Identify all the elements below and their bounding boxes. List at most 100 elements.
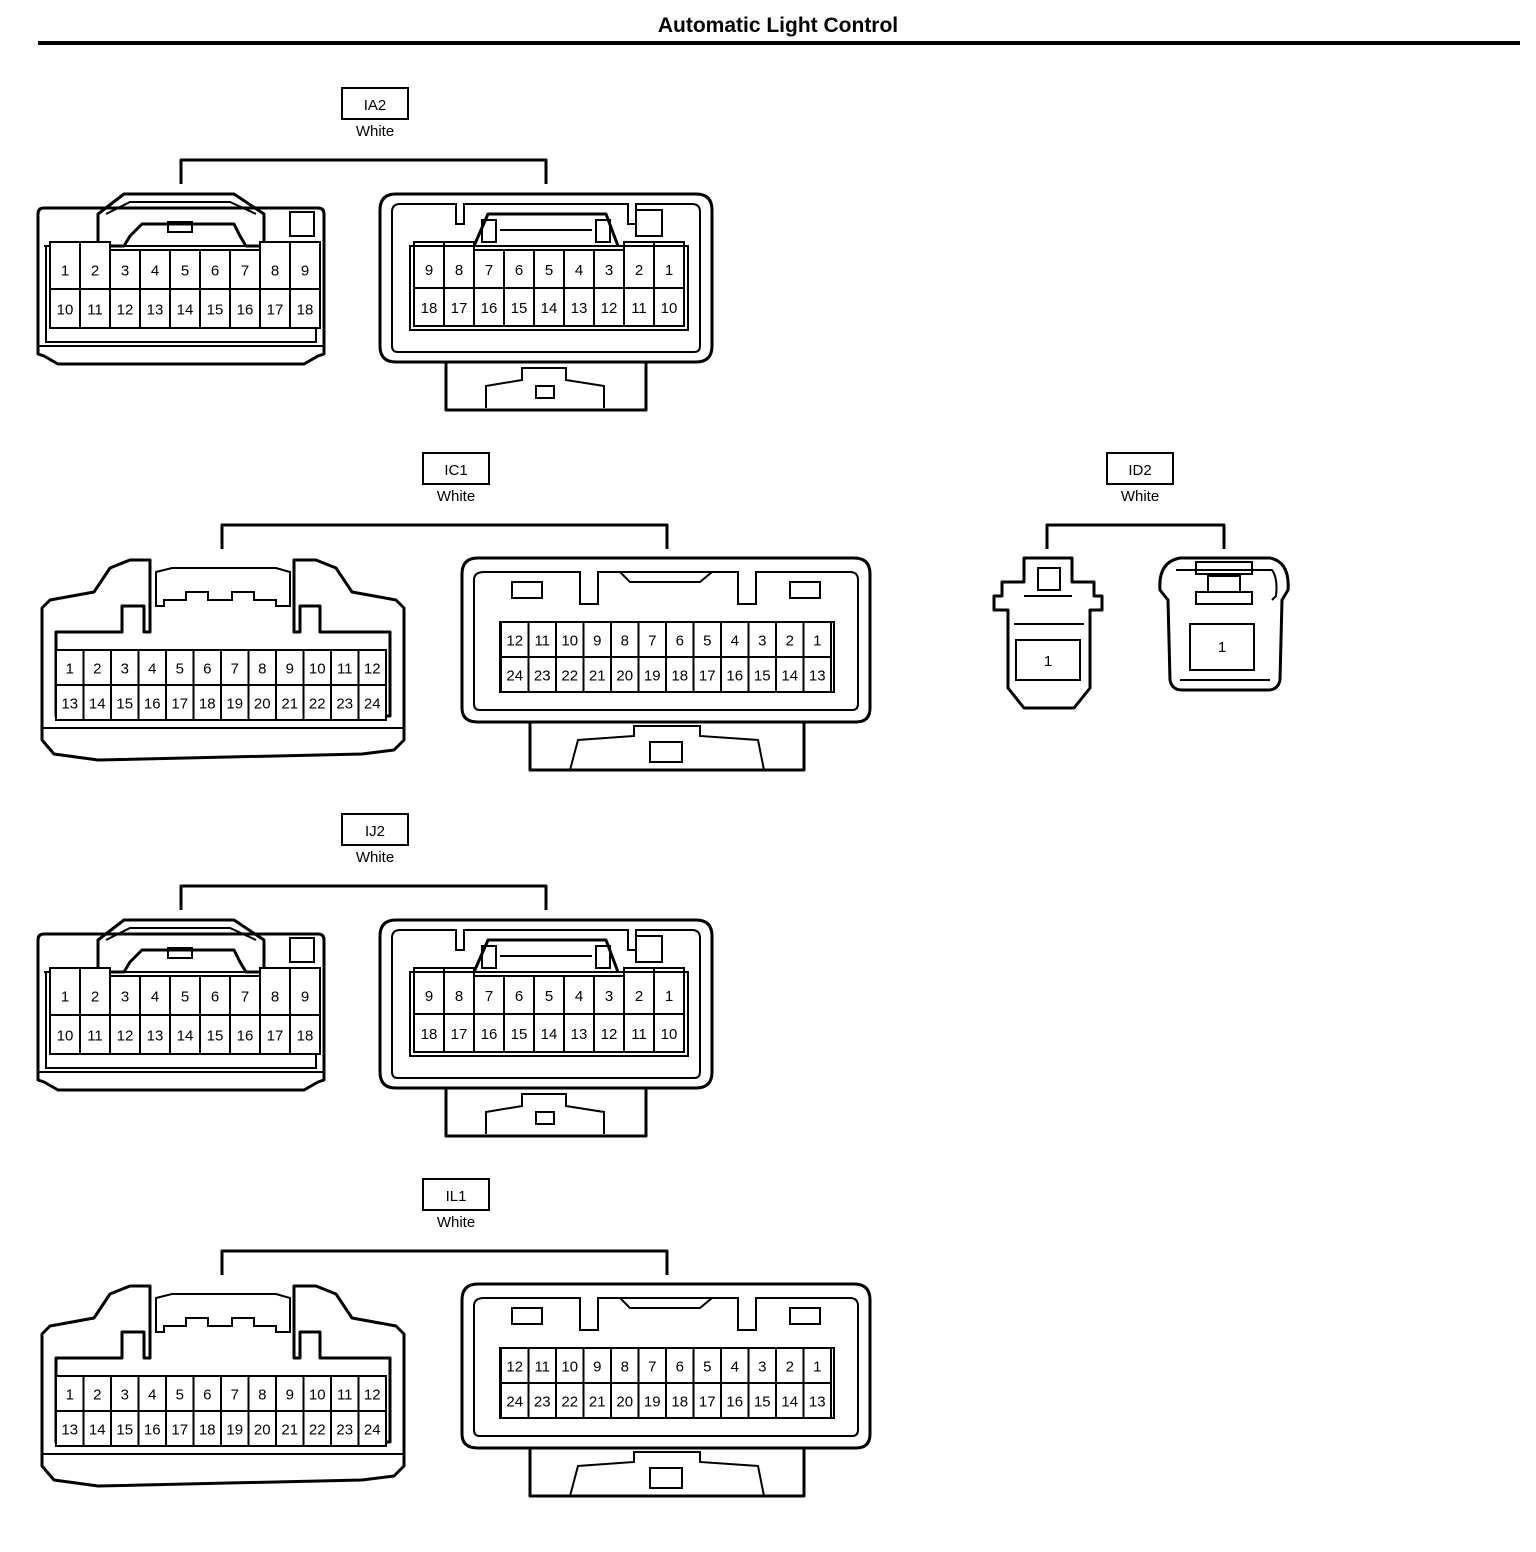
pin-label: 8 — [271, 263, 279, 280]
pin-label: 1 — [61, 989, 69, 1006]
pin-cell — [413, 967, 445, 1015]
pin-label: 15 — [207, 1028, 224, 1045]
pin-cell — [192, 684, 222, 721]
pin-label: 20 — [616, 668, 633, 685]
connector-code-box — [1106, 452, 1174, 485]
latch-inner — [105, 201, 257, 215]
pin-label: 6 — [203, 1387, 211, 1404]
pin-cell — [653, 967, 685, 1015]
pin-cell — [443, 287, 475, 327]
housing-inner — [1176, 569, 1278, 601]
pin-label: 21 — [281, 696, 298, 713]
bracket — [220, 523, 669, 549]
pin-cell — [79, 1014, 111, 1055]
pin-cell — [802, 621, 832, 658]
pin-label: 15 — [754, 1394, 771, 1411]
pin-cell — [82, 649, 112, 686]
pin-cell — [220, 684, 250, 721]
pin-cell — [527, 1382, 557, 1419]
pin-frame — [409, 245, 689, 331]
pin-label: 12 — [117, 1028, 134, 1045]
pin-label: 5 — [703, 633, 711, 650]
pin-cell — [775, 1382, 805, 1419]
housing-outline — [460, 556, 872, 724]
pin-cell — [623, 241, 655, 289]
pin-cell — [563, 287, 595, 327]
pin-cell — [555, 1382, 585, 1419]
pin-label: 20 — [616, 1394, 633, 1411]
pin-cell — [775, 656, 805, 693]
housing-outline — [378, 192, 714, 364]
connector-color: White — [356, 123, 394, 140]
connector-color: White — [437, 1214, 475, 1231]
pin-label: 8 — [455, 988, 463, 1005]
lock-latch — [598, 571, 738, 583]
pin-label: 24 — [506, 668, 523, 685]
pin-label: 4 — [575, 262, 583, 279]
pin-label: 1 — [1044, 653, 1052, 670]
latch-tab — [167, 947, 193, 959]
pin-label: 17 — [267, 1028, 284, 1045]
pin-label: 23 — [336, 696, 353, 713]
male-housing: 1 — [992, 556, 1104, 710]
pin-label: 4 — [148, 1387, 156, 1404]
pin-label: 3 — [121, 263, 129, 280]
pin-label: 13 — [809, 668, 826, 685]
pin-label: 15 — [116, 696, 133, 713]
pin-cell — [357, 684, 387, 721]
pin-label: 6 — [211, 263, 219, 280]
pin-cell — [500, 656, 530, 693]
release-lever — [485, 1093, 605, 1134]
pin-cell — [555, 656, 585, 693]
pin-cell — [500, 1347, 530, 1384]
bracket — [220, 1249, 669, 1275]
pin-label: 22 — [309, 696, 326, 713]
pin-label: 14 — [541, 1026, 558, 1043]
pin-label: 15 — [511, 300, 528, 317]
pin-label: 13 — [147, 302, 164, 319]
pin-cell — [593, 1013, 625, 1053]
pin-label: 5 — [181, 263, 189, 280]
release-tab — [528, 1448, 806, 1498]
pin-label: 12 — [506, 633, 523, 650]
housing-inner — [473, 571, 859, 711]
pin-cell — [775, 621, 805, 658]
pin-label: 13 — [571, 300, 588, 317]
pin-label: 5 — [176, 1387, 184, 1404]
lock-latch — [598, 1297, 738, 1309]
pin-label: 1 — [813, 1359, 821, 1376]
connector-color: White — [1121, 488, 1159, 505]
pin-cell — [289, 241, 321, 290]
pin-label: 10 — [309, 661, 326, 678]
pin-label: 11 — [87, 302, 103, 319]
pin-label: 19 — [644, 668, 661, 685]
pin-cell — [109, 1014, 141, 1055]
pin-cell — [747, 1382, 777, 1419]
pin-cell — [582, 621, 612, 658]
pin-label: 2 — [635, 988, 643, 1005]
pin-cell — [192, 1410, 222, 1447]
pin-label: 8 — [621, 1359, 629, 1376]
pin-label: 12 — [364, 661, 381, 678]
pin-label: 17 — [171, 696, 188, 713]
latch-hook — [595, 219, 611, 243]
pin-label: 9 — [286, 661, 294, 678]
connector-code: IL1 — [446, 1188, 467, 1205]
pin-label: 9 — [301, 989, 309, 1006]
pin-cell — [533, 287, 565, 327]
pin-cell — [289, 1014, 321, 1055]
pin-cell — [275, 1410, 305, 1447]
pin-cell — [692, 1347, 722, 1384]
bracket — [1045, 523, 1226, 549]
key-slot — [511, 581, 543, 599]
pin-cell — [109, 975, 141, 1016]
pin-label: 3 — [605, 262, 613, 279]
pin-label: 13 — [571, 1026, 588, 1043]
pin-cell — [503, 287, 535, 327]
connector-code: ID2 — [1128, 462, 1151, 479]
pin-label: 19 — [644, 1394, 661, 1411]
pin-label: 8 — [271, 989, 279, 1006]
housing-outline — [378, 918, 714, 1090]
